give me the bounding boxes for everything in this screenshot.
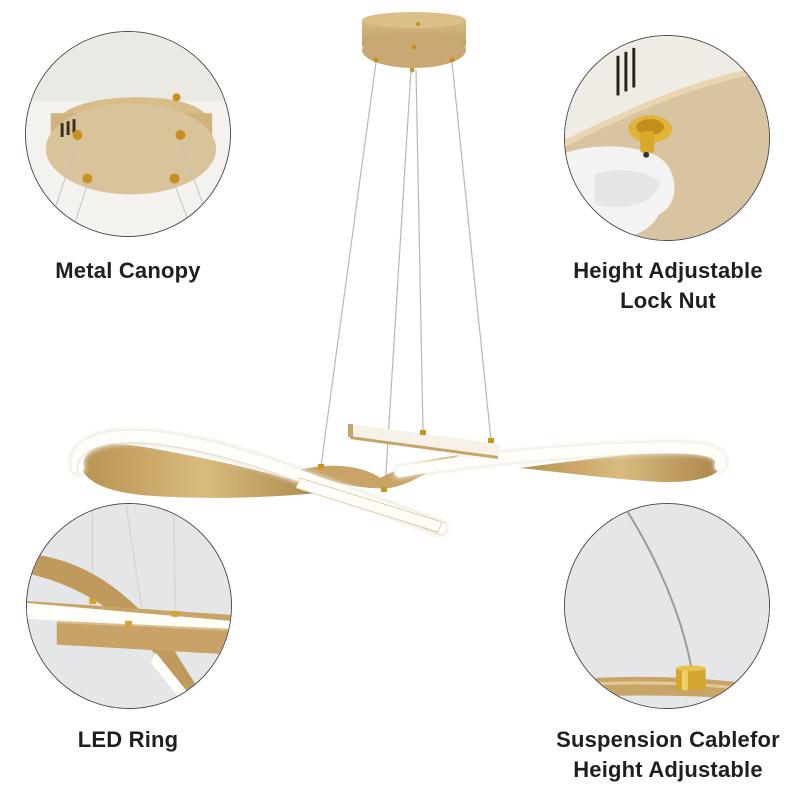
callout-lock-nut-image [564,35,770,241]
callout-suspension-cable-image [564,503,770,709]
metal-canopy-closeup [26,32,230,236]
caption-suspension-cable: Suspension Cablefor Height Adjustable [540,725,796,785]
suspension-cable-closeup [565,504,769,708]
caption-lock-nut: Height Adjustable Lock Nut [558,256,778,316]
caption-line-1: Height Adjustable [573,258,763,283]
caption-line: LED Ring [77,727,179,752]
callout-led-ring-image [26,503,232,709]
caption-line-2: Height Adjustable [573,757,763,782]
led-ring-closeup [27,504,231,708]
callout-metal-canopy-image [25,31,231,237]
lock-nut-closeup [565,36,769,240]
cable-fittings [318,430,494,492]
caption-line-1: Suspension Cablefor [556,727,780,752]
suspension-cables [320,61,492,489]
left-loop-gold [78,444,330,498]
caption-metal-canopy: Metal Canopy [28,256,228,286]
caption-led-ring: LED Ring [28,725,228,755]
upper-bar [348,424,500,459]
right-loop-gold [520,447,722,483]
caption-line-2: Lock Nut [620,288,716,313]
ceiling-canopy [362,12,466,73]
caption-line: Metal Canopy [55,258,201,283]
